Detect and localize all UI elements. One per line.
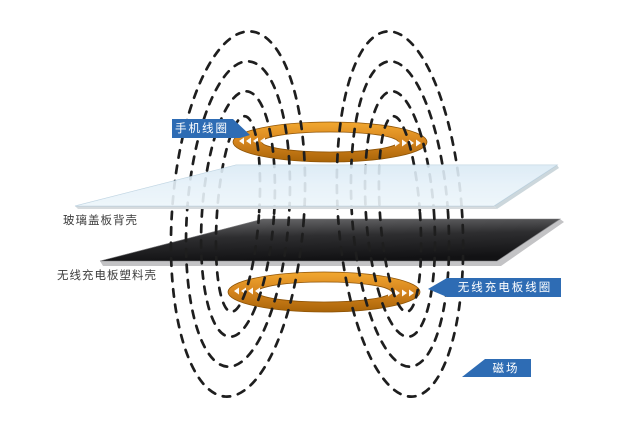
magnetic-field-lines [169,30,465,398]
glass-back-cover-panel [74,164,559,209]
current-arrows-icon [239,137,272,145]
current-arrows-icon [381,289,414,297]
current-arrows-icon [234,287,267,295]
phone-coil-callout: 手机线圈 [172,119,250,138]
glass-back-cover-label: 玻璃盖板背壳 [63,213,138,227]
magnetic-field-callout: 磁场 [462,359,531,377]
field-loops-left [169,30,307,398]
phone-coil [232,121,428,163]
magnetic-field-label: 磁场 [493,361,520,375]
charger-coil-label: 无线充电板线圈 [458,280,553,294]
phone-coil-label: 手机线圈 [175,121,229,135]
charger-panel-surface [99,218,561,262]
charger-coil-callout-box [428,278,561,297]
charger-plastic-shell-panel [99,218,564,266]
phone-coil-callout-box [172,119,250,138]
current-arrows-icon [388,139,421,147]
charger-coil-callout: 无线充电板线圈 [428,278,561,297]
glass-panel-right-edge [494,165,559,209]
field-loops-right [335,30,465,398]
charger-plastic-shell-label: 无线充电板塑料壳 [57,268,157,282]
glass-panel-tint-overlay [75,165,557,206]
glass-panel-thickness-edge [75,206,497,209]
charger-coil [227,271,421,313]
magnetic-field-callout-box [462,359,531,377]
glass-panel-surface [74,164,559,207]
